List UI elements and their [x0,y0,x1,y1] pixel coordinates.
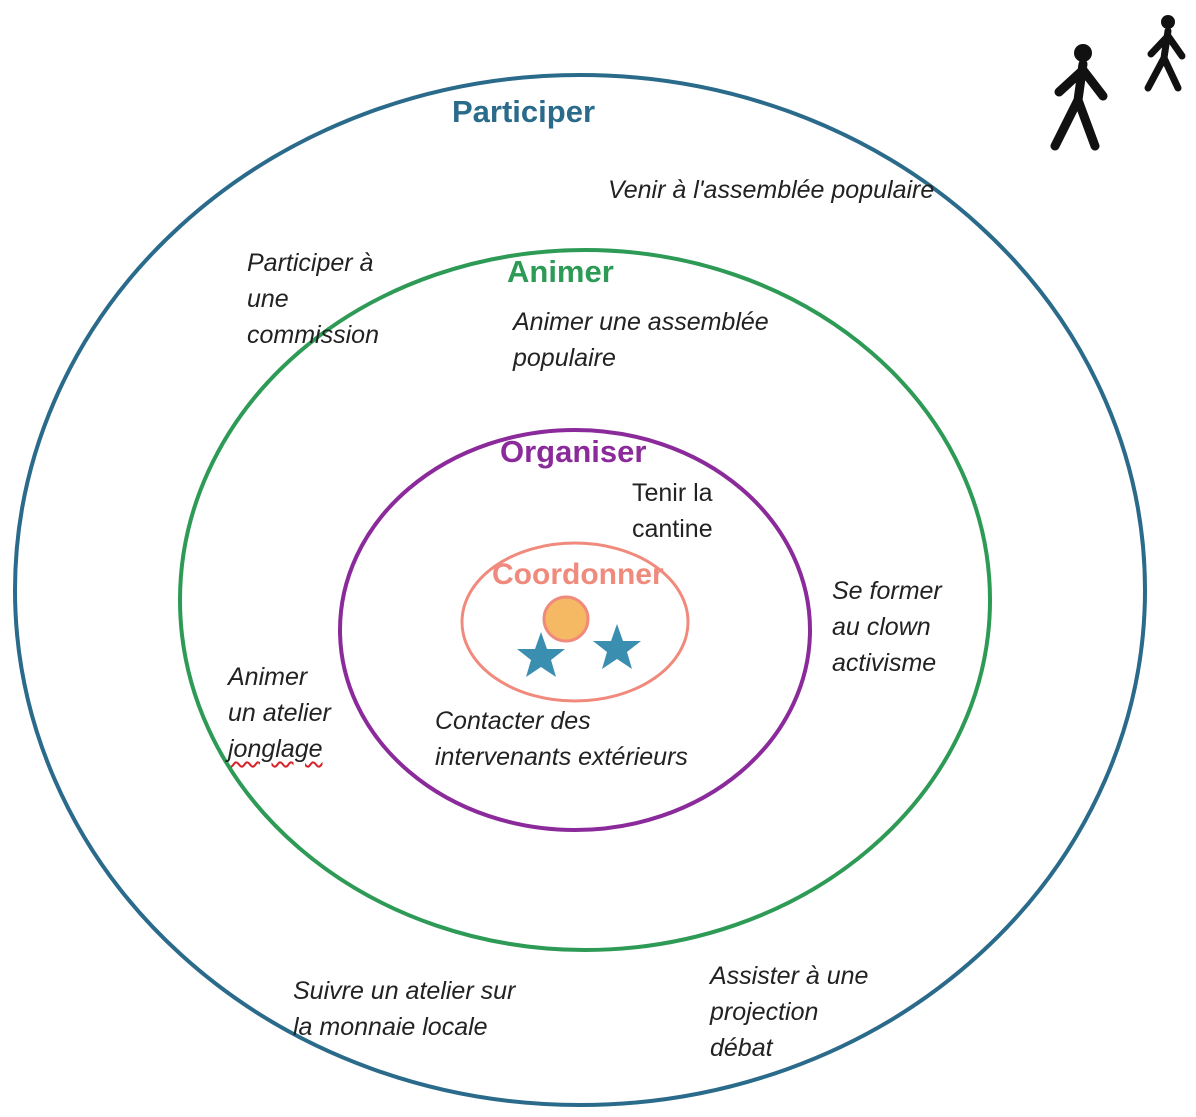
label-animer-atelier-prefix: Animer un atelier [228,663,331,727]
label-animer-atelier-word: jonglage [228,735,323,763]
label-animer-atelier: Animer un atelier jonglage [228,659,331,767]
star-icon [517,632,565,677]
ring-title-participer: Participer [452,94,596,129]
ring-organiser [338,428,812,832]
ring-title-coordonner: Coordonner [492,558,664,591]
walking-person-icon [1050,44,1108,151]
label-tenir-cantine: Tenir la cantine [632,479,713,543]
label-suivre-atelier: Suivre un atelier sur la monnaie locale [293,977,516,1041]
label-se-former: Se former au clown activisme [832,577,942,677]
ring-title-organiser: Organiser [500,434,647,469]
label-contacter: Contacter des intervenants extérieurs [435,707,688,771]
label-participer-commission: Participer à une commission [247,249,379,349]
ring-title-animer: Animer [507,254,614,289]
ring-animer [178,248,992,952]
ring-participer [13,73,1147,1107]
center-dot-icon [542,595,590,643]
ring-coordonner [460,541,690,703]
label-venir-assemblee: Venir à l'assemblée populaire [608,176,935,204]
star-icon [593,624,641,669]
walking-person-icon [1144,15,1186,92]
label-animer-assemblee: Animer une assemblée populaire [513,308,769,372]
label-assister-projection: Assister à une projection débat [710,962,869,1062]
